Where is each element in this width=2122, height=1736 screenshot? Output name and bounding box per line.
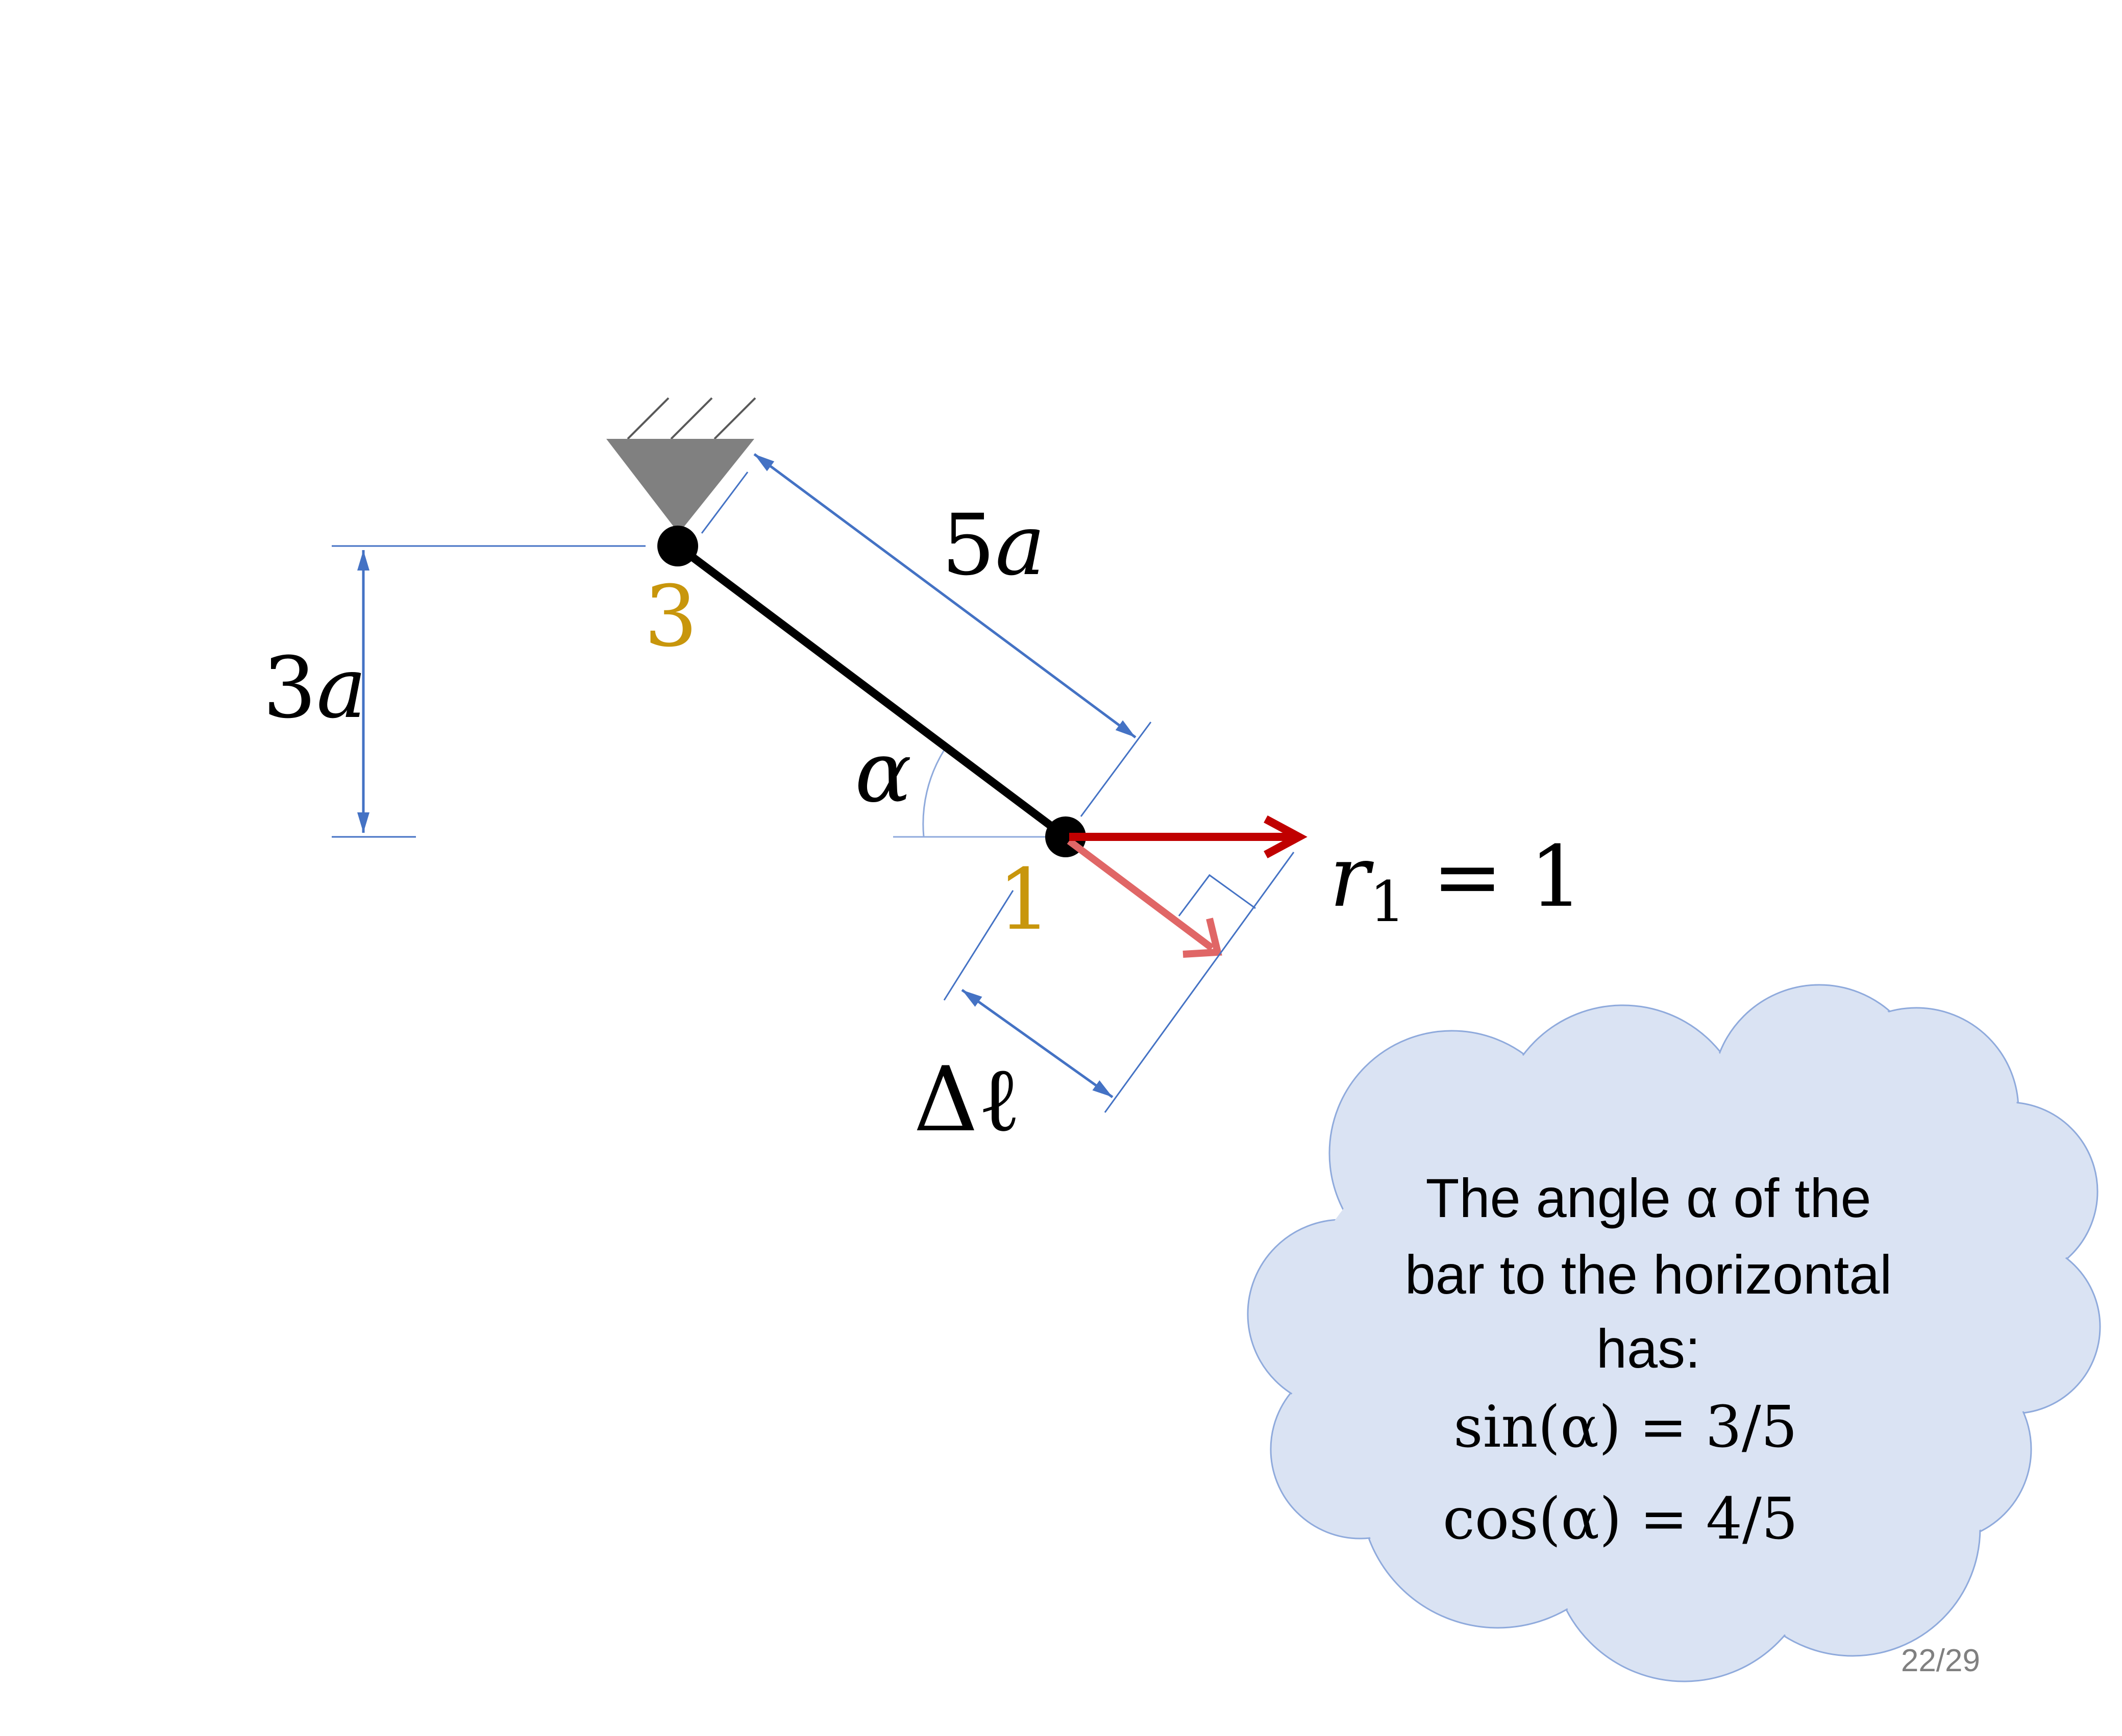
cloud-callout: The angle α of the bar to the horizontal…	[1247, 984, 2101, 1682]
force-component-shaft	[1067, 838, 1215, 951]
label-delta-l: Δℓ	[914, 1048, 1021, 1152]
extension-line-dl-left	[943, 890, 1014, 1001]
support-hatch-2	[670, 397, 713, 440]
dimension-line-5a	[753, 453, 1137, 739]
dimension-delta-l: Δℓ	[914, 852, 1295, 1152]
support-triangle	[606, 439, 754, 533]
callout-line-1: The angle α of the	[1425, 1167, 1871, 1229]
dimension-5a: 5a	[701, 453, 1152, 817]
extension-line-dl-right	[1104, 852, 1295, 1113]
page-number: 22/29	[1901, 1643, 1980, 1678]
force-component-head	[1182, 917, 1222, 958]
callout-line-3: has:	[1596, 1318, 1700, 1379]
force-head	[1264, 815, 1307, 859]
callout-sin-line: sin(α) = 3/5	[1453, 1394, 1797, 1460]
label-alpha: α	[855, 723, 911, 821]
extension-line-5a-bottom	[1080, 722, 1152, 817]
force-arrow-r1	[1069, 815, 1307, 859]
force-component-arrow	[1067, 838, 1222, 958]
pin-support	[606, 397, 756, 533]
dimension-line-delta-l	[961, 988, 1114, 1099]
support-hatch-1	[627, 397, 670, 440]
callout-cos-line: cos(α) = 4/5	[1443, 1486, 1798, 1552]
node-3	[657, 526, 698, 566]
label-5a: 5a	[942, 496, 1045, 594]
callout-line-2: bar to the horizontal	[1405, 1244, 1892, 1305]
bar	[674, 542, 1070, 841]
node-1-label: 1	[998, 851, 1051, 949]
right-angle-mark	[1178, 874, 1256, 916]
node-3-label: 3	[644, 567, 698, 665]
label-r1: r1 = 1	[1329, 828, 1583, 934]
support-hatch-3	[713, 397, 756, 440]
label-3a: 3a	[263, 639, 366, 737]
angle-arc	[922, 750, 945, 837]
extension-line-5a-top	[701, 472, 749, 534]
cloud-fill-cover	[1249, 986, 2099, 1680]
dimension-3a: 3a	[263, 545, 646, 838]
